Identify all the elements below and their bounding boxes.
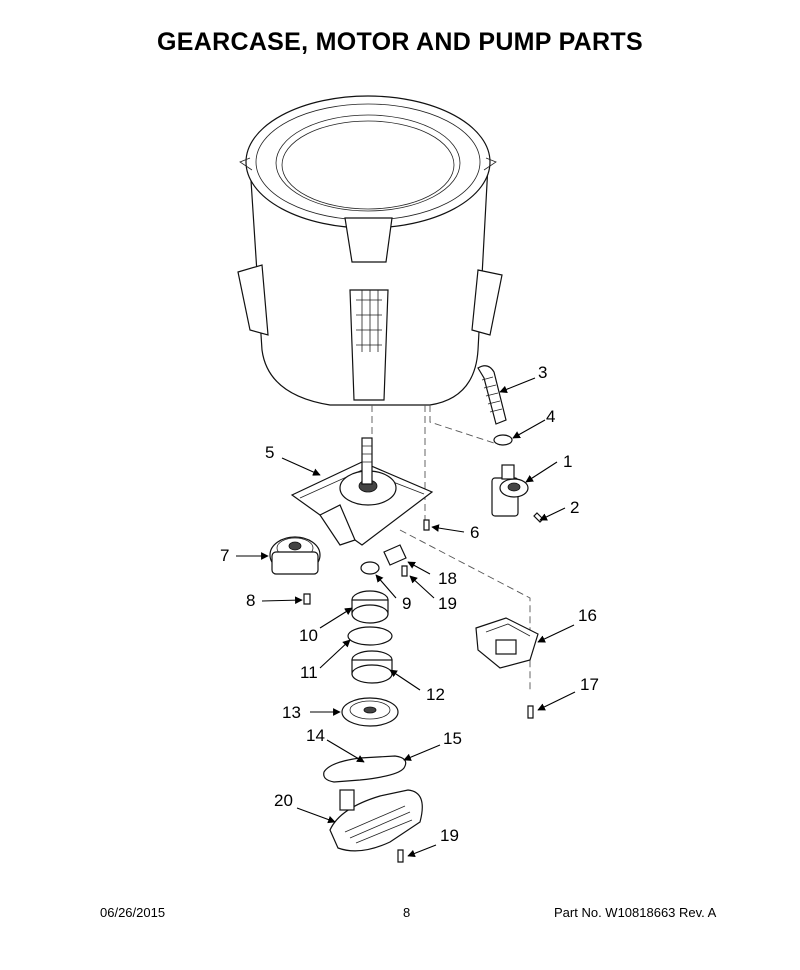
screw-17 <box>527 705 534 719</box>
brake <box>351 650 393 684</box>
footer-page-number: 8 <box>403 905 411 920</box>
hose-clamp <box>493 434 513 446</box>
callout-19-b: 19 <box>440 826 459 845</box>
callout-15: 15 <box>443 729 462 748</box>
screw-19 <box>401 565 408 577</box>
callout-7: 7 <box>220 546 229 565</box>
callout-1: 1 <box>563 452 572 471</box>
callout-14: 14 <box>306 726 325 745</box>
callout-18: 18 <box>438 569 457 588</box>
wash-tub <box>237 95 503 406</box>
coupler <box>360 561 380 575</box>
callout-11: 11 <box>300 663 318 682</box>
footer-part-number: Part No. W10818663 Rev. A <box>554 905 717 920</box>
drive-pulley <box>341 697 399 727</box>
callout-5: 5 <box>265 443 274 462</box>
drain-hose <box>477 365 507 425</box>
callout-6: 6 <box>470 523 479 542</box>
retaining-ring <box>347 626 393 646</box>
pulley-hub <box>351 590 389 624</box>
motor <box>269 536 321 575</box>
callout-12: 12 <box>426 685 445 704</box>
belt-shield <box>329 789 423 852</box>
drive-belt <box>323 755 407 783</box>
callout-4: 4 <box>546 407 555 426</box>
callout-9: 9 <box>402 594 411 613</box>
screw-2 <box>533 512 544 523</box>
part-18 <box>383 544 407 566</box>
callout-16: 16 <box>578 606 597 625</box>
drain-pump <box>491 464 529 517</box>
screw-19b <box>397 849 404 863</box>
screw-6 <box>423 519 430 531</box>
page-title: GEARCASE, MOTOR AND PUMP PARTS <box>157 28 643 56</box>
callout-3: 3 <box>538 363 547 382</box>
callout-10: 10 <box>299 626 318 645</box>
gearcase <box>290 437 434 546</box>
motor-control <box>475 617 539 669</box>
callout-8: 8 <box>246 591 255 610</box>
callout-19: 19 <box>438 594 457 613</box>
callout-2: 2 <box>570 498 579 517</box>
callout-13: 13 <box>282 703 301 722</box>
footer-date: 06/26/2015 <box>100 905 166 920</box>
callout-20: 20 <box>274 791 293 810</box>
screw-8 <box>303 593 311 605</box>
callout-17: 17 <box>580 675 599 694</box>
